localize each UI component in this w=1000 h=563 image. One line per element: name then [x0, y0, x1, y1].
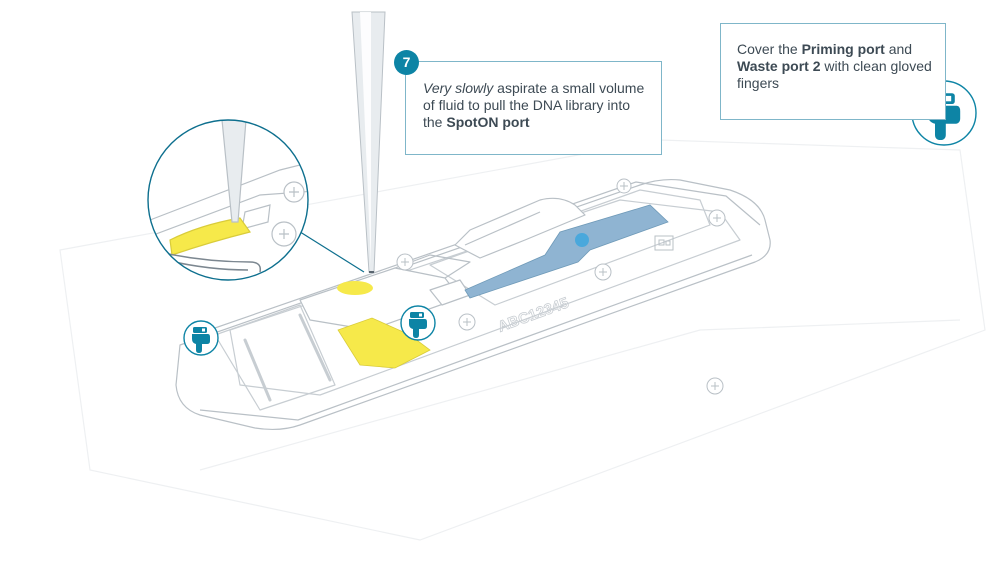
step-text-0: Very slowly: [423, 80, 493, 96]
step-instruction-callout: Very slowly aspirate a small volume of f…: [405, 61, 662, 155]
cover-text-0: Cover the: [737, 41, 802, 57]
step-text-2: SpotON port: [446, 114, 529, 130]
zoom-detail: [140, 120, 330, 280]
step-number-badge: 7: [394, 50, 419, 75]
cover-text-1: Priming port: [802, 41, 885, 57]
pipette-tip: [352, 12, 385, 272]
finger-cover-icon: [401, 306, 435, 340]
cover-text-3: Waste port 2: [737, 58, 821, 74]
cover-text-2: and: [885, 41, 912, 57]
cover-ports-callout: Cover the Priming port and Waste port 2 …: [720, 23, 946, 120]
zoom-leader-line: [297, 230, 364, 272]
finger-cover-icon: [184, 321, 218, 355]
